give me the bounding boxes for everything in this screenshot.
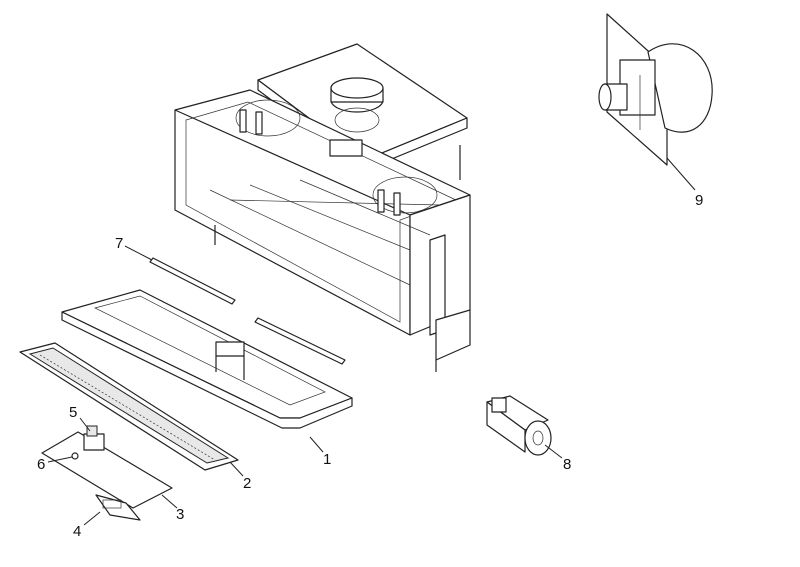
- burner-pan: [19, 342, 239, 471]
- vent-fan-assembly: [598, 13, 713, 166]
- blower: [486, 395, 552, 456]
- callout-7: 7: [115, 235, 123, 252]
- callout-1: 1: [323, 451, 331, 468]
- control-module: [95, 494, 141, 521]
- callout-2: 2: [243, 475, 251, 492]
- callout-8: 8: [563, 456, 571, 473]
- leader-lines: [47, 157, 696, 526]
- valve: [83, 425, 105, 451]
- callout-9: 9: [695, 192, 703, 209]
- base-tray: [61, 289, 353, 429]
- trim-strips: [149, 257, 346, 365]
- firebox-body: [174, 43, 471, 372]
- callout-6: 6: [37, 456, 45, 473]
- control-plate: [41, 431, 173, 509]
- callout-4: 4: [73, 523, 81, 540]
- callout-3: 3: [176, 506, 184, 523]
- callout-5: 5: [69, 404, 77, 421]
